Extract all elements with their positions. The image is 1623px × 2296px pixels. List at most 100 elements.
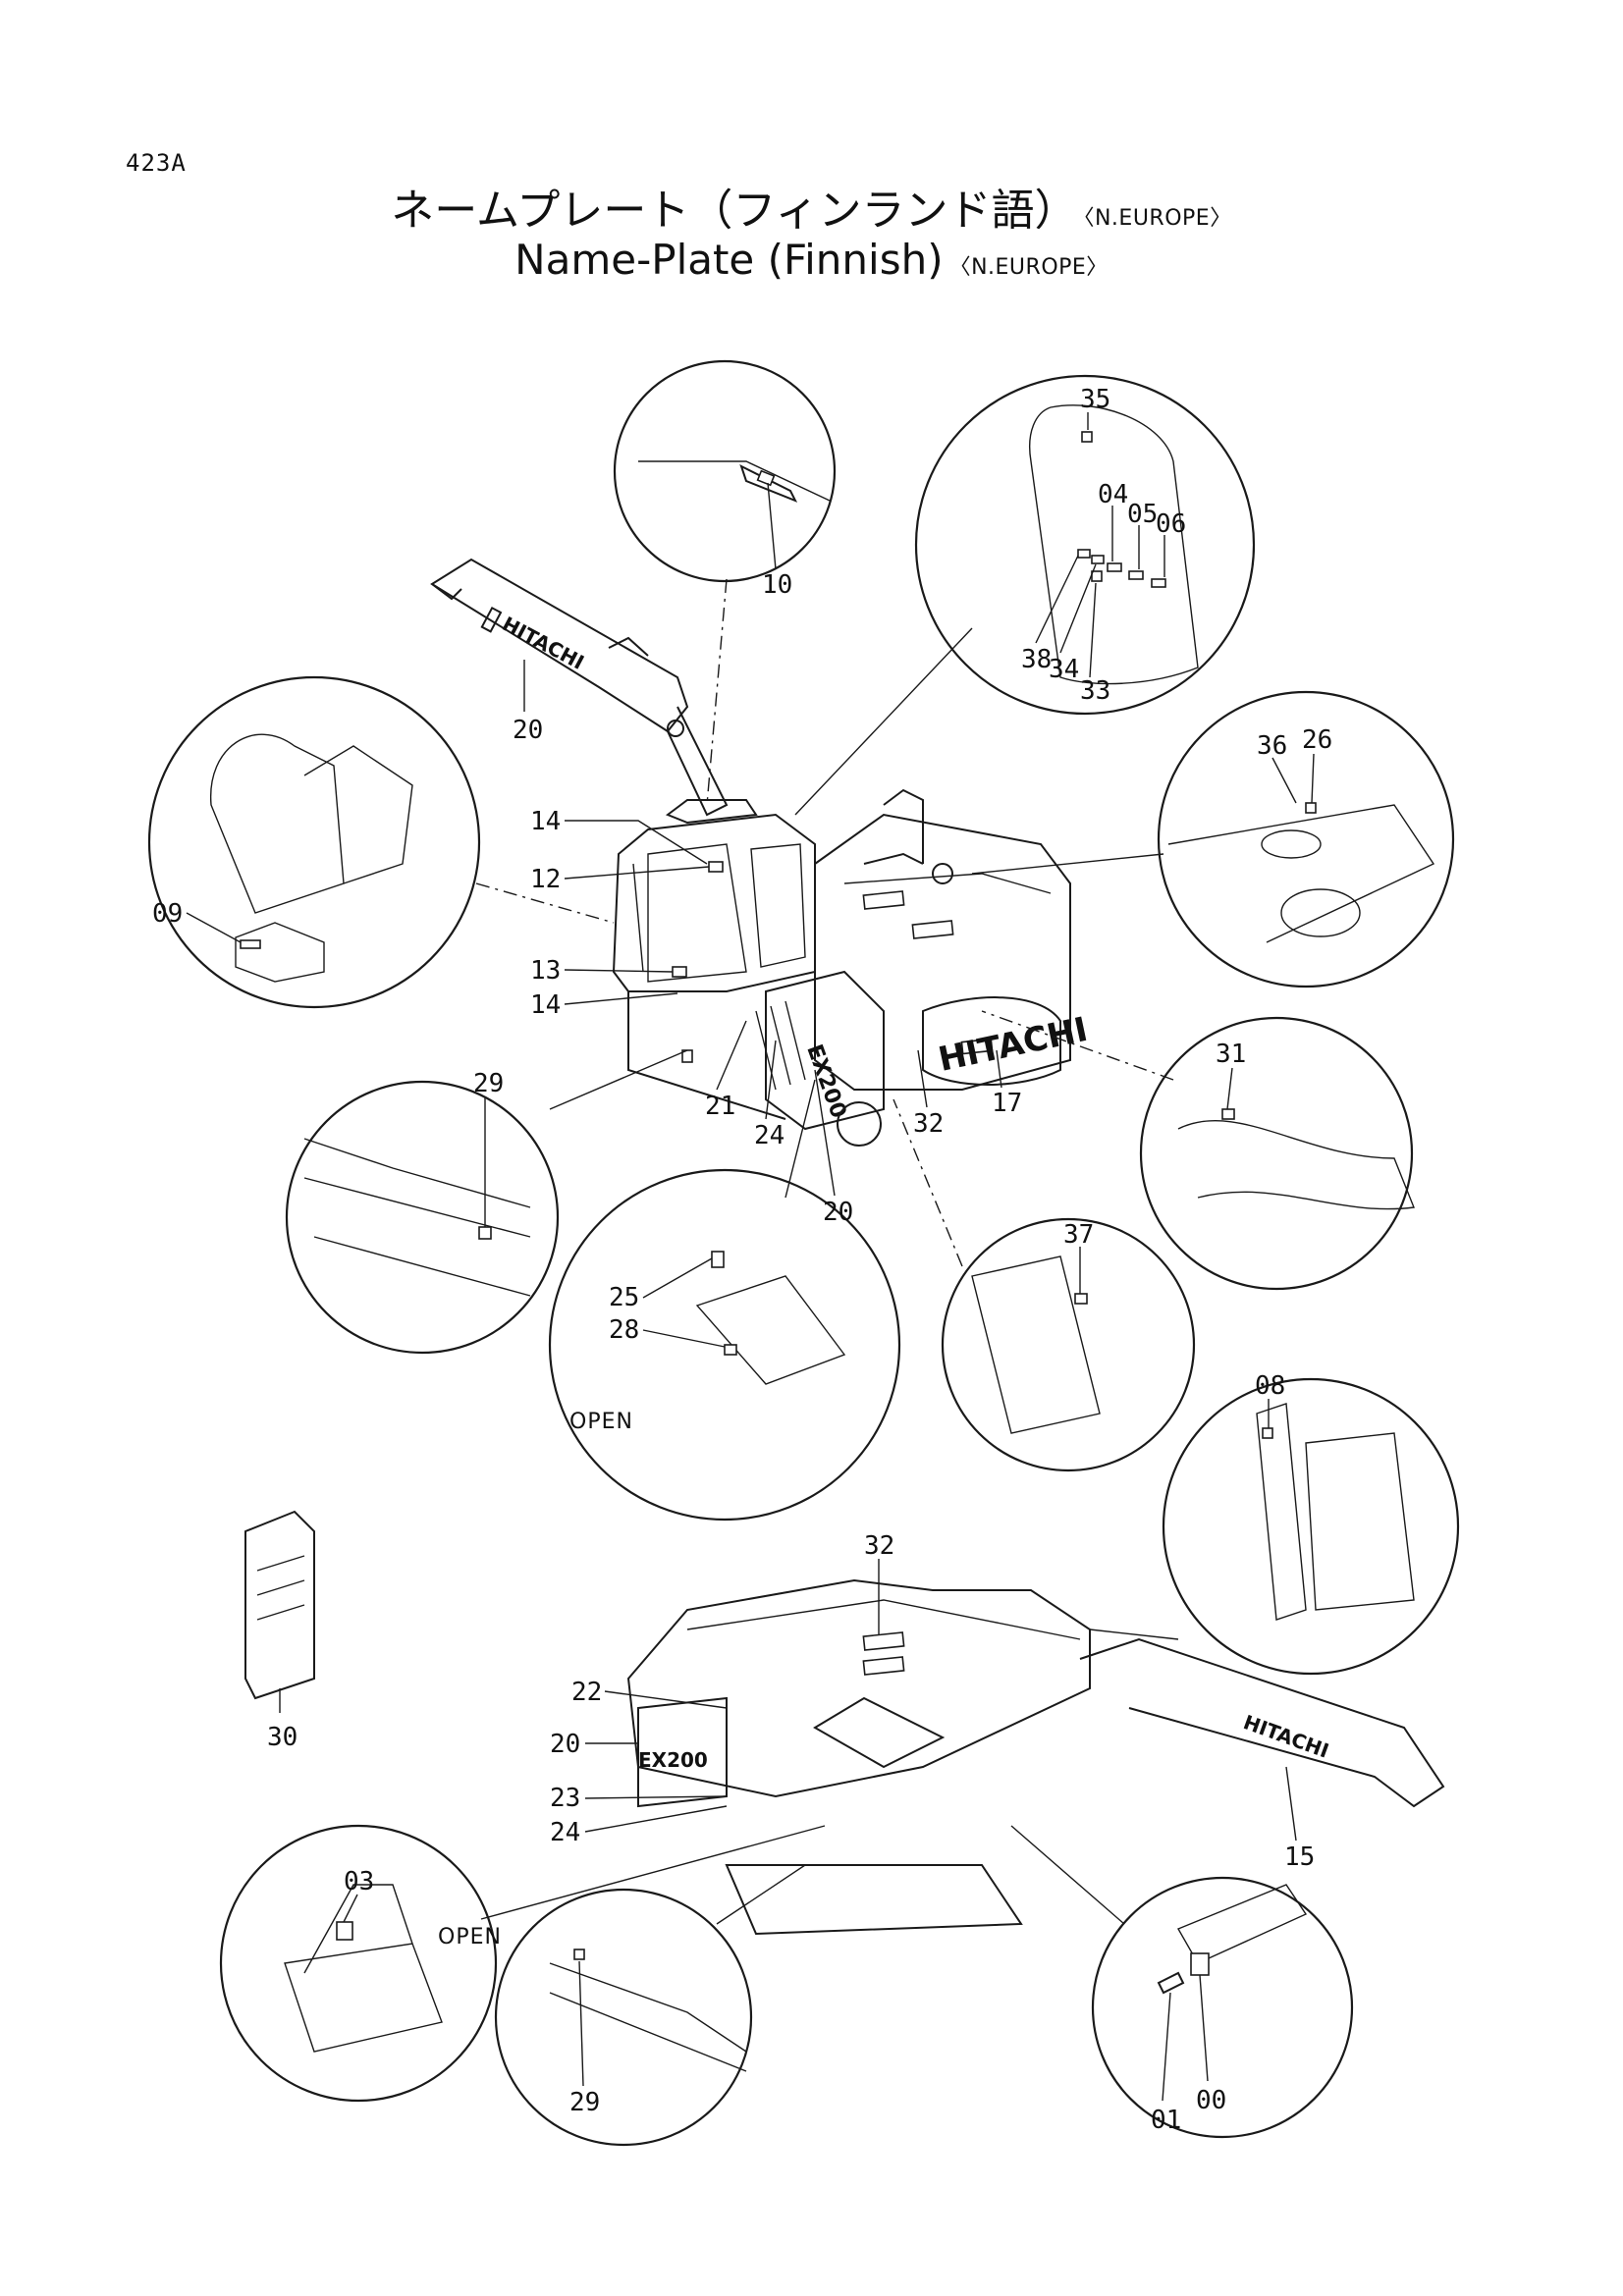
callout-04: 04 xyxy=(1098,480,1128,509)
callout-16: 20 xyxy=(513,716,543,745)
leader-detail-25-28 xyxy=(784,1079,816,1199)
leader-detail-31 xyxy=(981,1010,1174,1081)
upper-fuel-cap xyxy=(932,863,953,884)
upper-boom xyxy=(430,558,689,733)
upper-boom-logo-mark xyxy=(480,606,503,633)
detail-36-26-frame xyxy=(1157,690,1455,988)
detail-circle-10 xyxy=(613,359,837,583)
upper-undercarriage xyxy=(627,991,786,1120)
tick-upper-body xyxy=(716,1020,1002,1197)
detail-window-glass xyxy=(1029,404,1199,685)
callout-10: 10 xyxy=(762,570,792,600)
detail-10-frame xyxy=(613,359,837,583)
upper-boom-bracket xyxy=(608,636,649,657)
callout-31: 31 xyxy=(1216,1040,1246,1069)
detail-plate-35 xyxy=(1081,431,1093,443)
detail-plate-38 xyxy=(1077,549,1091,559)
lower-machine-ridge xyxy=(686,1599,1081,1640)
leader-detail-36-26 xyxy=(971,853,1164,875)
callout-30: 30 xyxy=(267,1723,298,1752)
tick-14-top xyxy=(565,820,708,865)
detail-circle-37 xyxy=(941,1217,1196,1472)
detail-09-plate xyxy=(240,939,261,949)
callout-33: 33 xyxy=(1080,676,1110,706)
detail-plate-28 xyxy=(724,1344,737,1356)
callout-38: 38 xyxy=(1021,645,1052,674)
upper-arm-cylinder xyxy=(667,706,729,817)
upper-tank-top xyxy=(863,852,924,865)
upper-cab-window xyxy=(750,843,806,968)
lower-plate-32b xyxy=(862,1656,905,1676)
tick-13 xyxy=(564,969,674,973)
callout-22: 22 xyxy=(571,1678,602,1707)
detail-29b-rail xyxy=(549,1962,747,2072)
detail-29b-frame xyxy=(494,1888,753,2147)
detail-circle-00-01 xyxy=(1091,1876,1354,2139)
detail-10-lamp xyxy=(739,464,798,503)
callout-08: 08 xyxy=(1255,1371,1285,1401)
callout-15: 15 xyxy=(1284,1842,1315,1872)
detail-circle-29b xyxy=(494,1888,753,2147)
detail-00-01-screw xyxy=(1157,1971,1185,1995)
upper-plate-12 xyxy=(708,861,724,873)
tick-03 xyxy=(343,1894,358,1923)
detail-00-01-bracket xyxy=(1176,1884,1308,1964)
callout-24-upper: 24 xyxy=(754,1121,784,1150)
title-en-text: Name-Plate (Finnish) xyxy=(514,236,944,284)
callout-00: 00 xyxy=(1196,2086,1226,2115)
tick-31 xyxy=(1226,1067,1233,1110)
callout-09: 09 xyxy=(152,899,183,929)
title-japanese: ネームプレート（フィンランド語）〈N.EUROPE〉 xyxy=(0,175,1623,238)
callout-35: 35 xyxy=(1080,385,1110,414)
callout-20-lower: 20 xyxy=(550,1730,580,1759)
detail-37-plate xyxy=(1074,1293,1088,1305)
region-tag-en: 〈N.EUROPE〉 xyxy=(948,255,1109,280)
upper-counterweight-logo: HITACHI xyxy=(935,1010,1091,1080)
detail-31-hose xyxy=(1177,1119,1415,1210)
lower-cab-base xyxy=(813,1696,946,1769)
tick-25-28 xyxy=(642,1257,726,1348)
tick-04-05-06 xyxy=(1111,506,1165,577)
detail-circle-09 xyxy=(147,675,481,1009)
tick-09 xyxy=(186,912,242,943)
tick-12 xyxy=(564,866,710,880)
leader-detail-29b xyxy=(716,1864,806,1925)
detail-circle-08 xyxy=(1162,1377,1460,1676)
detail-10-ceiling xyxy=(638,460,831,502)
tick-14-bottom xyxy=(564,992,678,1005)
detail-circle-25-28: OPEN xyxy=(548,1168,901,1522)
detail-31-plate xyxy=(1221,1108,1235,1120)
upper-plate-32b xyxy=(911,920,954,939)
detail-10-plate xyxy=(756,469,776,487)
callout-12: 12 xyxy=(530,865,561,894)
lower-boom xyxy=(1079,1637,1445,1808)
detail-03-open-label: OPEN xyxy=(438,1925,502,1949)
upper-plate-13 xyxy=(672,966,687,978)
lower-model-logo: EX200 xyxy=(638,1748,708,1772)
callout-37: 37 xyxy=(1063,1220,1094,1250)
tick-36-26 xyxy=(1271,753,1315,804)
tick-lower-body xyxy=(584,1690,728,1833)
detail-plate-25 xyxy=(711,1251,725,1268)
upper-counterweight xyxy=(922,996,1061,1086)
callout-24-lower: 24 xyxy=(550,1818,580,1847)
detail-09-frame xyxy=(147,675,481,1009)
detail-plate-04 xyxy=(1107,562,1122,572)
detail-36-26-cap xyxy=(1261,829,1322,859)
upper-handrail xyxy=(883,788,924,864)
upper-engine-cover-ridge xyxy=(843,873,1052,894)
upper-cab xyxy=(612,813,816,992)
detail-window-frame xyxy=(914,374,1256,716)
upper-engine-cover xyxy=(814,813,1071,1091)
upper-side-door xyxy=(765,970,885,1131)
detail-circle-31 xyxy=(1139,1016,1415,1291)
tick-00-01 xyxy=(1162,1974,1209,2102)
detail-08-door xyxy=(1256,1403,1415,1621)
callout-ticks xyxy=(186,412,1315,2102)
upper-boom-tip xyxy=(431,583,462,601)
detail-37-frame xyxy=(941,1217,1196,1472)
tag-30-lines xyxy=(256,1555,305,1621)
leader-detail-09 xyxy=(475,882,615,924)
callout-26: 26 xyxy=(1302,725,1332,755)
